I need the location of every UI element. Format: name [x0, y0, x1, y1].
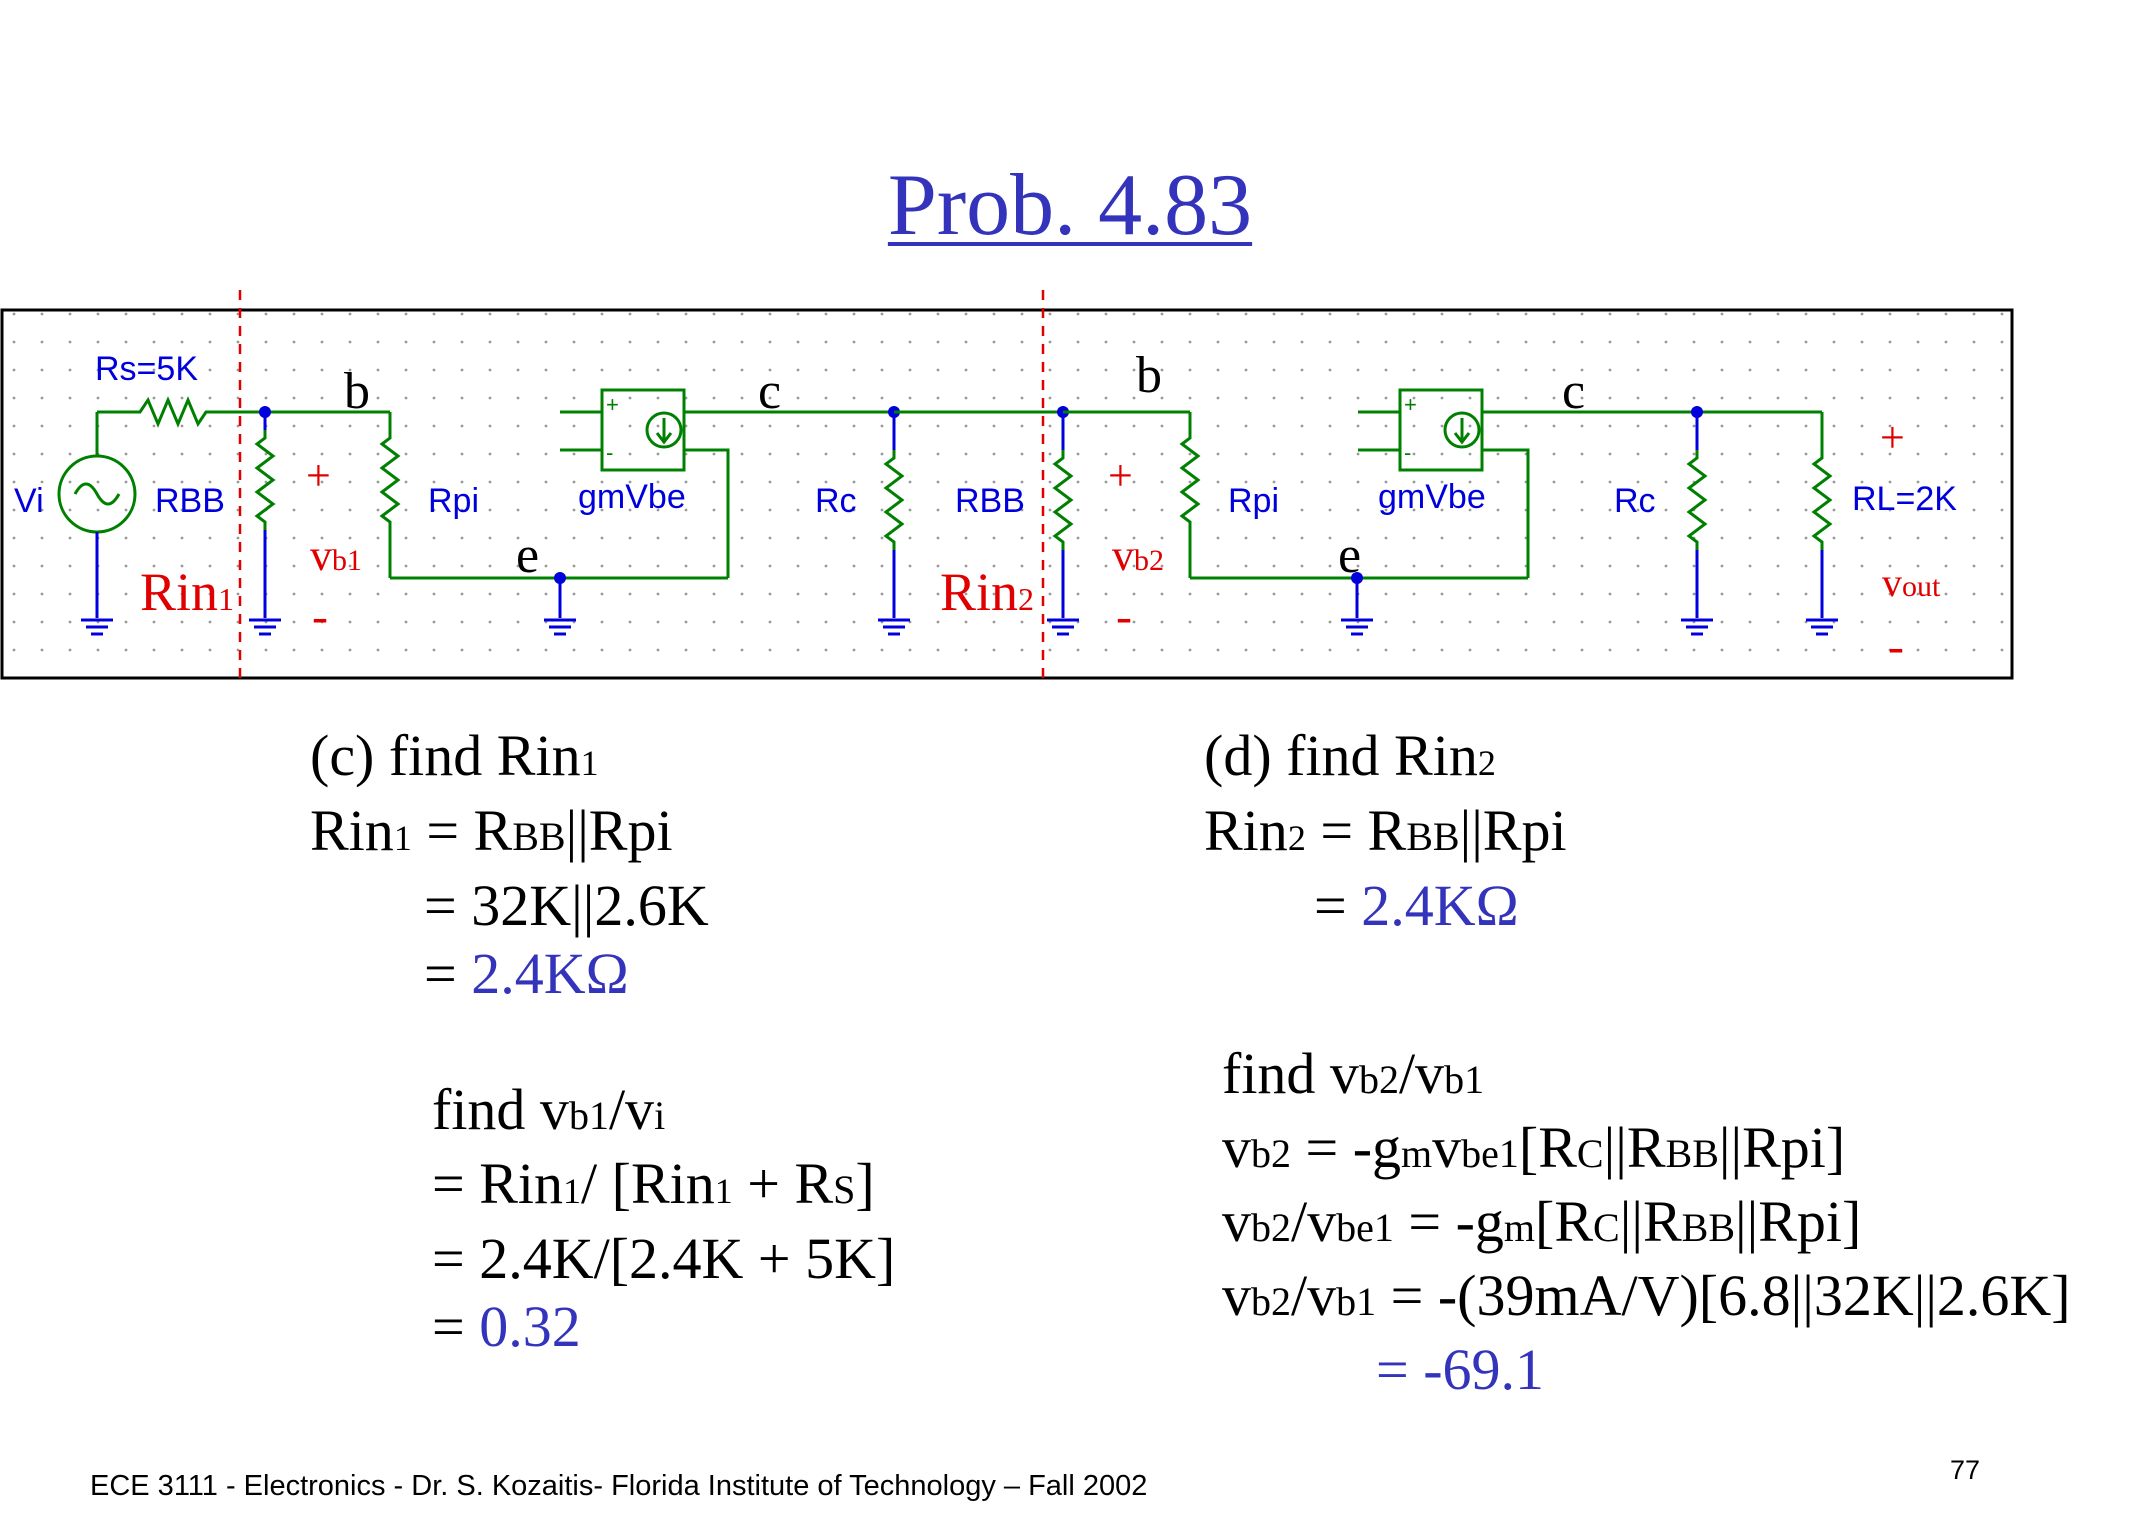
gain2-line-5: = -69.1: [1376, 1337, 1545, 1402]
gain2-line-2: vb2 = -gmvbe1[RC||RBB||Rpi]: [1222, 1115, 1846, 1180]
label-rc-2: Rc: [1614, 482, 1656, 520]
node-e-1: e: [516, 527, 539, 584]
node-e-2: e: [1338, 527, 1361, 584]
gain2-line-3: vb2/vbe1 = -gm[RC||RBB||Rpi]: [1222, 1189, 1862, 1254]
part-d-line-1: (d) find Rin2: [1204, 723, 1496, 788]
dependent-source-1: + -: [560, 388, 894, 578]
rin2-label: Rin2: [940, 562, 1034, 622]
label-rc-1: Rc: [815, 482, 857, 520]
page-number: 77: [1950, 1455, 1981, 1485]
gain1-line-1: find vb1/vi: [432, 1077, 666, 1142]
plus-vb1: +: [306, 451, 331, 500]
label-rbb-2: RBB: [955, 482, 1025, 520]
part-c-block: (c) find Rin1 Rin1 = RBB||Rpi = 32K||2.6…: [310, 722, 709, 1008]
svg-text:-: -: [1404, 440, 1411, 465]
part-d-line-2: Rin2 = RBB||Rpi: [1204, 798, 1567, 863]
part-c-line-1: (c) find Rin1: [310, 723, 599, 788]
gain2-line-1: find vb2/vb1: [1222, 1041, 1485, 1106]
svg-text:-: -: [606, 440, 613, 465]
node-b-1: b: [344, 363, 370, 420]
label-gm-2: gmVbe: [1378, 478, 1486, 516]
minus-vout: -: [1888, 620, 1904, 673]
label-rs: Rs=5K: [95, 350, 198, 388]
part-c-line-2: Rin1 = RBB||Rpi: [310, 798, 673, 863]
svg-text:+: +: [1404, 392, 1417, 417]
gain1-line-4: = 0.32: [432, 1294, 581, 1359]
resistor-rc-1: [876, 412, 912, 636]
gain1-line-3: = 2.4K/[2.4K + 5K]: [432, 1226, 896, 1291]
plus-vb2: +: [1108, 451, 1133, 500]
gain2-block: find vb2/vb1 vb2 = -gmvbe1[RC||RBB||Rpi]…: [1222, 1040, 2071, 1404]
vb2-label: vb2: [1112, 531, 1164, 580]
gain1-block: find vb1/vi = Rin1/ [Rin1 + RS] = 2.4K/[…: [432, 1076, 895, 1361]
label-vi: Vi: [14, 482, 44, 520]
dependent-source-2: + -: [1358, 388, 1822, 578]
node-c-2: c: [1562, 363, 1585, 420]
minus-vb1: -: [312, 590, 328, 643]
vb1-label: vb1: [310, 531, 362, 580]
schematic-frame: [0, 308, 2014, 680]
svg-text:+: +: [606, 392, 619, 417]
label-rpi-1: Rpi: [428, 482, 479, 520]
plus-vout: +: [1880, 413, 1905, 462]
node-c-1: c: [758, 363, 781, 420]
resistor-rl: [1804, 412, 1840, 636]
circuit-schematic: + - + -: [0, 290, 2014, 685]
rin1-label: Rin1: [140, 562, 234, 622]
vout-label: vout: [1882, 560, 1941, 605]
part-c-line-4: = 2.4KΩ: [424, 941, 629, 1006]
resistor-rc-2: [1679, 412, 1715, 636]
part-c-line-3: = 32K||2.6K: [424, 873, 709, 938]
voltage-source-vi: [57, 412, 137, 636]
footer-text: ECE 3111 - Electronics - Dr. S. Kozaitis…: [90, 1470, 1148, 1502]
resistor-rbb-2: [1045, 412, 1081, 636]
page-title: Prob. 4.83: [887, 157, 1253, 254]
resistor-rbb-1: [247, 412, 283, 636]
gain1-line-2: = Rin1/ [Rin1 + RS]: [432, 1151, 875, 1216]
resistor-rs: [97, 396, 265, 428]
gain2-line-4: vb2/vb1 = -(39mA/V)[6.8||32K||2.6K]: [1222, 1263, 2071, 1328]
label-gm-1: gmVbe: [578, 478, 686, 516]
part-d-block: (d) find Rin2 Rin2 = RBB||Rpi = 2.4KΩ: [1204, 722, 1567, 940]
part-d-line-3: = 2.4KΩ: [1314, 873, 1519, 938]
label-rbb-1: RBB: [155, 482, 225, 520]
minus-vb2: -: [1116, 590, 1132, 643]
node-b-2: b: [1136, 347, 1162, 404]
label-rpi-2: Rpi: [1228, 482, 1279, 520]
label-rl: RL=2K: [1852, 480, 1957, 518]
